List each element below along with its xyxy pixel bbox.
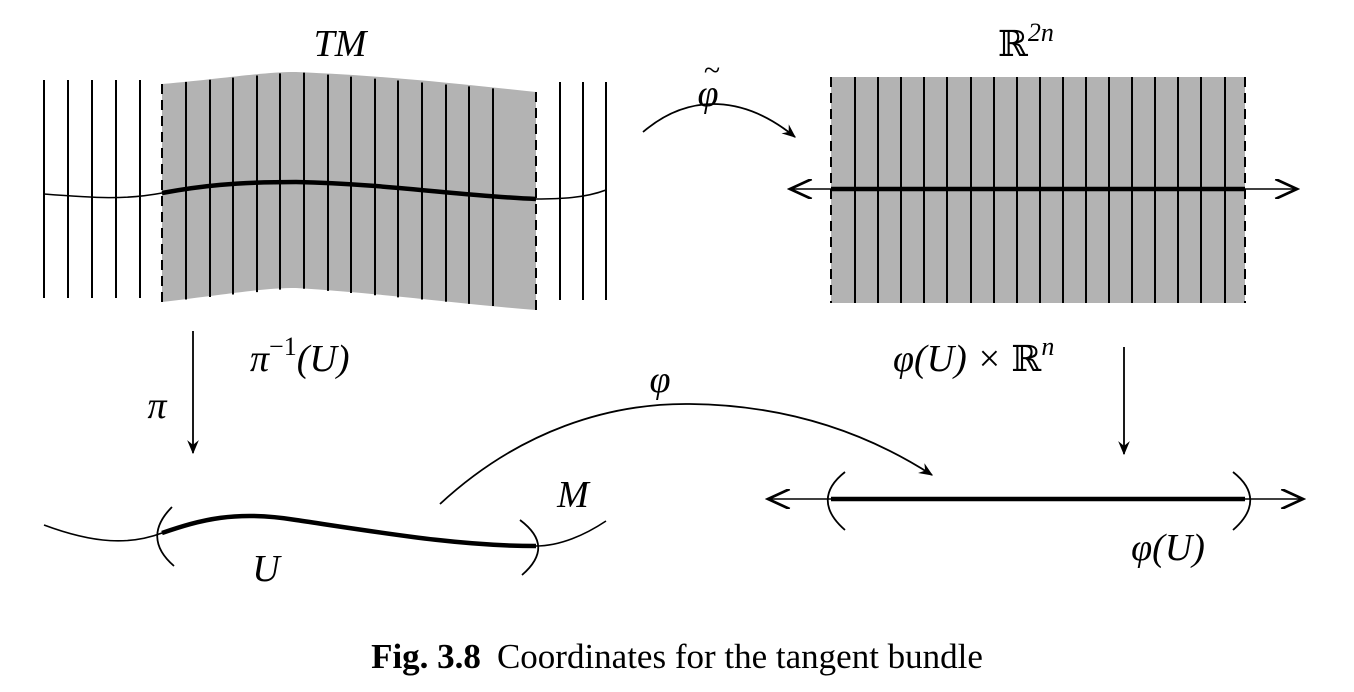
phi-u-right-parenthesis	[1232, 471, 1251, 531]
u-left-parenthesis	[156, 506, 175, 567]
manifold-m	[43, 506, 607, 576]
r2n-chart	[790, 77, 1297, 303]
pi-inverse-u-label: π−1(U)	[250, 332, 349, 380]
tm-label: TM	[314, 23, 369, 65]
phi-tilde-arrow	[642, 103, 796, 138]
tangent-bundle-tm	[43, 72, 607, 310]
pi-inverse-u-shaded-region	[162, 72, 536, 310]
caption-text: Coordinates for the tangent bundle	[497, 637, 983, 676]
svg-text:~: ~	[704, 54, 720, 87]
phi-arrow	[439, 403, 933, 505]
phi-u-left-parenthesis	[827, 471, 846, 531]
tm-zero-section-over-u	[161, 179, 537, 202]
phi-u-times-rn-label: φ(U) × ℝn	[893, 332, 1054, 380]
u-right-parenthesis	[519, 519, 540, 576]
m-label: M	[556, 474, 591, 516]
pi-label: π	[147, 385, 167, 427]
figure-caption: Fig. 3.8 Coordinates for the tangent bund…	[371, 637, 983, 676]
phi-label: φ	[649, 359, 670, 401]
phi-u-line	[768, 471, 1303, 531]
manifold-u-segment	[161, 513, 537, 549]
figure-number: Fig. 3.8	[371, 637, 481, 676]
r2n-label: ℝ2n	[998, 18, 1054, 65]
phi-tilde-label: φ ~	[697, 54, 720, 115]
u-label: U	[252, 548, 282, 590]
svg-text:φ: φ	[697, 73, 718, 115]
phi-u-label: φ(U)	[1131, 527, 1205, 569]
